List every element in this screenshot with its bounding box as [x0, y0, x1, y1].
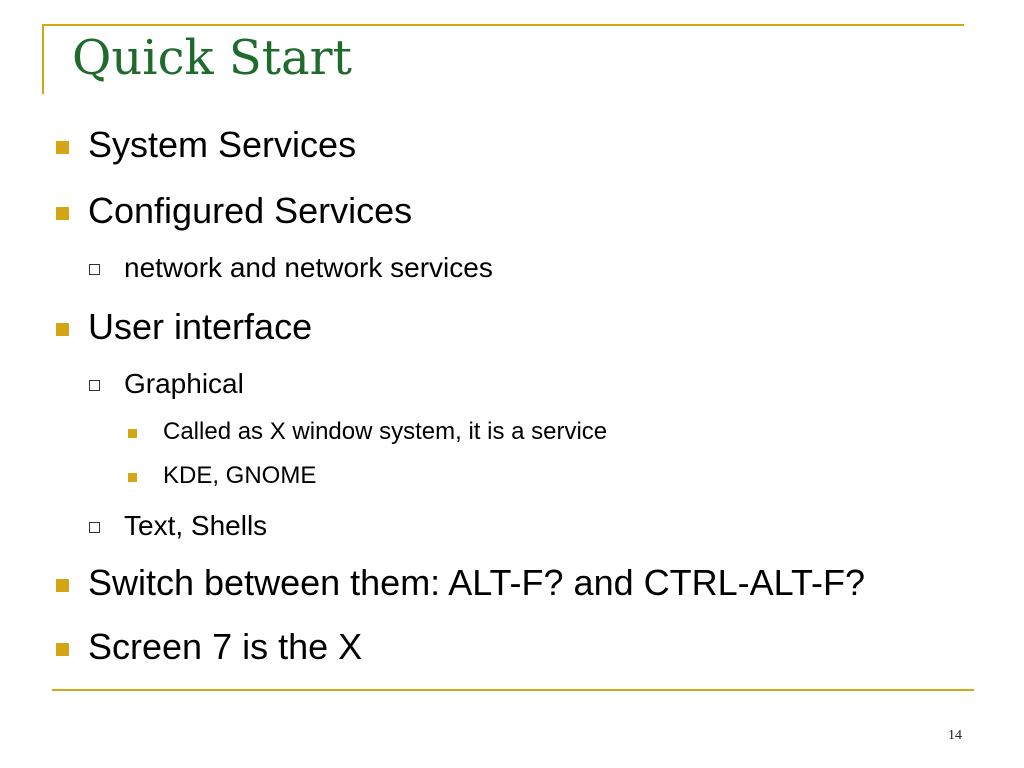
subbullet-network-services: network and network services	[124, 252, 493, 283]
bullet-switch-between: Switch between them: ALT-F? and CTRL-ALT…	[88, 562, 865, 603]
bullet-square-icon	[56, 579, 69, 592]
page-number: 14	[948, 728, 962, 743]
subbullet-text-shells: Text, Shells	[124, 510, 268, 541]
title-frame-top-line	[42, 24, 964, 26]
bullet-square-icon	[56, 207, 69, 220]
footer-divider-line	[52, 689, 974, 691]
subsubbullet-kde-gnome: KDE, GNOME	[163, 462, 317, 489]
hollow-square-bullet-icon	[89, 380, 100, 391]
bullet-user-interface: User interface	[88, 306, 313, 347]
hollow-square-bullet-icon	[89, 522, 100, 533]
subbullet-graphical: Graphical	[124, 368, 244, 399]
bullet-square-icon	[56, 323, 69, 336]
title-frame-left-line	[42, 24, 44, 94]
bullet-screen-7: Screen 7 is the X	[88, 626, 363, 667]
bullet-system-services: System Services	[88, 124, 357, 165]
bullet-configured-services: Configured Services	[88, 190, 413, 231]
small-square-bullet-icon	[128, 473, 137, 482]
bullet-square-icon	[56, 643, 69, 656]
bullet-square-icon	[56, 141, 69, 154]
subsubbullet-x-window-system: Called as X window system, it is a servi…	[163, 418, 608, 445]
small-square-bullet-icon	[128, 429, 137, 438]
hollow-square-bullet-icon	[89, 264, 100, 275]
slide-title: Quick Start	[72, 30, 352, 86]
